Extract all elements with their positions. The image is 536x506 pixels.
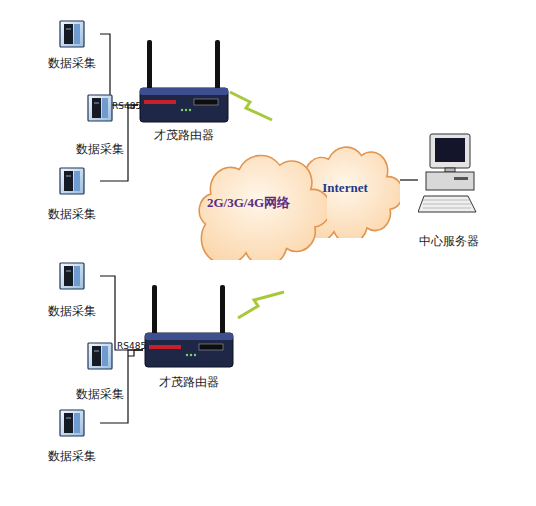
node-label: 数据采集 <box>48 207 96 221</box>
device-panel <box>64 413 73 433</box>
router-antenna <box>215 40 220 90</box>
router-led <box>194 354 196 356</box>
device-panel <box>92 346 101 366</box>
device-body <box>88 95 112 121</box>
device-side <box>74 24 80 44</box>
device-panel <box>64 266 73 286</box>
device-icon <box>59 20 85 48</box>
wireless-signal <box>238 292 284 318</box>
device-node: 数据采集 <box>44 167 100 221</box>
device-slot <box>66 29 71 30</box>
node-label: 数据采集 <box>48 449 96 463</box>
router-antenna <box>152 285 157 335</box>
router-top <box>145 333 233 340</box>
monitor-neck <box>445 168 455 172</box>
computer-case <box>426 172 474 190</box>
node-label: 才茂路由器 <box>159 375 219 389</box>
router-led <box>186 354 188 356</box>
device-side <box>102 346 108 366</box>
device-body <box>60 410 84 436</box>
device-body <box>60 21 84 47</box>
router-body <box>140 88 228 122</box>
node-label: 数据采集 <box>76 387 124 401</box>
connection-wire <box>400 179 418 180</box>
router-panel <box>199 344 223 350</box>
node-label: 数据采集 <box>48 304 96 318</box>
device-node: 数据采集 <box>44 409 100 463</box>
keyboard-row <box>423 204 471 205</box>
device-slot <box>66 418 71 419</box>
router-led <box>181 109 183 111</box>
router-stripe <box>144 100 176 104</box>
router-panel <box>194 99 218 105</box>
router-icon <box>138 38 230 126</box>
router-node: 才茂路由器 <box>143 283 235 389</box>
device-slot <box>66 176 71 177</box>
router-icon <box>143 283 235 371</box>
connection-wire <box>100 276 143 350</box>
port-label: RS485 <box>112 101 141 111</box>
cloud-node: 2G/3G/4G网络 <box>192 145 327 260</box>
device-body <box>60 168 84 194</box>
node-label: 数据采集 <box>48 56 96 70</box>
node-label: 2G/3G/4G网络 <box>207 196 290 210</box>
router-body <box>145 333 233 367</box>
connection-wire <box>100 34 138 105</box>
wireless-signal <box>230 92 272 120</box>
monitor <box>430 134 470 168</box>
device-icon <box>59 167 85 195</box>
device-body <box>60 263 84 289</box>
device-side <box>74 413 80 433</box>
keyboard <box>418 196 476 212</box>
router-top <box>140 88 228 95</box>
device-icon <box>59 262 85 290</box>
monitor-screen <box>435 138 465 162</box>
device-panel <box>64 24 73 44</box>
device-slot <box>94 103 99 104</box>
cloud-outline <box>199 155 327 260</box>
node-label: 数据采集 <box>76 142 124 156</box>
device-icon <box>87 342 113 370</box>
device-side <box>74 171 80 191</box>
router-led <box>189 109 191 111</box>
device-side <box>74 266 80 286</box>
router-led <box>185 109 187 111</box>
server-node: 中心服务器 <box>418 132 480 248</box>
node-label: 才茂路由器 <box>154 128 214 142</box>
drive-slot <box>454 177 468 180</box>
router-node: 才茂路由器 <box>138 38 230 142</box>
router-stripe <box>149 345 181 349</box>
device-slot <box>66 271 71 272</box>
keyboard-row <box>423 200 471 201</box>
device-panel <box>64 171 73 191</box>
device-panel <box>92 98 101 118</box>
router-led <box>190 354 192 356</box>
keyboard-row <box>423 208 471 209</box>
port-label: RS485 <box>117 341 146 351</box>
device-node: 数据采集 <box>44 262 100 318</box>
computer-icon <box>418 132 480 220</box>
node-label: Internet <box>322 181 368 195</box>
node-label: 中心服务器 <box>419 234 479 248</box>
cloud-outline <box>296 147 400 238</box>
device-node: 数据采集 <box>44 20 100 70</box>
device-side <box>102 98 108 118</box>
router-antenna <box>147 40 152 90</box>
router-antenna <box>220 285 225 335</box>
device-icon <box>59 409 85 437</box>
device-body <box>88 343 112 369</box>
device-slot <box>94 351 99 352</box>
device-icon <box>87 94 113 122</box>
